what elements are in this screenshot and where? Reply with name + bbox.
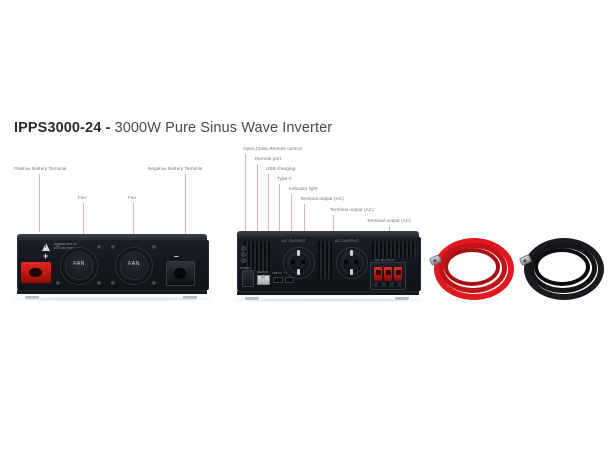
callout-remote-port: Remote port xyxy=(255,156,282,161)
leader-line-usb-charging xyxy=(268,174,269,232)
remote-port[interactable] xyxy=(257,275,270,285)
positive-battery-terminal[interactable] xyxy=(21,262,51,283)
ac-socket-2[interactable] xyxy=(336,247,368,279)
ac-output-label-2: AC OUTPUT xyxy=(335,239,359,243)
callout-fan-right: Fan xyxy=(128,195,137,200)
panel-screw xyxy=(97,245,101,249)
leader-line-remote-port xyxy=(257,164,258,232)
type-c-port[interactable] xyxy=(285,277,294,283)
cable-coil-inner xyxy=(534,248,590,286)
terminal-connector[interactable] xyxy=(384,267,392,281)
page-title: IPPS3000-24 - 3000W Pure Sinus Wave Inve… xyxy=(14,120,332,136)
panel-screw xyxy=(111,245,115,249)
left-unit-foot xyxy=(25,296,39,299)
remote-port-caption: REMOTE xyxy=(257,271,269,274)
vent-grille-middle xyxy=(318,241,332,279)
socket-earth-clip xyxy=(297,250,300,256)
panel-screw xyxy=(152,281,156,285)
leader-line-positive-battery-terminal xyxy=(39,174,40,232)
leader-line-negative-battery-terminal xyxy=(185,174,186,234)
indicator-led-2 xyxy=(241,252,246,257)
right-unit-foot xyxy=(245,297,259,300)
callout-fan-left: Fan xyxy=(78,195,87,200)
right-unit-top-face xyxy=(237,231,419,238)
ac-socket-1[interactable] xyxy=(283,247,315,279)
leader-line-type-c xyxy=(279,184,280,232)
usb-charging-port[interactable] xyxy=(273,277,283,283)
warning-text-line2: ELECTRIC SHOCK xyxy=(54,247,75,250)
product-model: IPPS3000-24 - xyxy=(14,120,111,136)
callout-type-c: Type-C xyxy=(277,176,293,181)
red-battery-cable xyxy=(428,236,514,300)
fan-label-left: FAN xyxy=(73,261,85,267)
leader-line-open-close-remote-control xyxy=(245,154,246,232)
leader-line-fan-right xyxy=(133,203,134,244)
socket-pin-hole xyxy=(291,260,295,264)
cable-coil-middle xyxy=(529,243,597,293)
left-unit-front-face: WARNING! RISK OF ELECTRIC SHOCK + − FAN … xyxy=(17,240,209,290)
ac-output-label-3: AC OUTPUT xyxy=(375,258,396,262)
inverter-ac-side: POWER REMOTE USB 5V TYPE-C AC OUTPUT AC … xyxy=(237,231,421,300)
left-unit-shadow xyxy=(12,298,212,300)
power-switch-caption: POWER xyxy=(240,267,250,270)
usb-port-caption: USB 5V xyxy=(272,272,282,275)
right-unit-foot xyxy=(395,297,409,300)
socket-pin-hole xyxy=(354,260,358,264)
callout-usb-charging: USB charging xyxy=(266,166,296,171)
ac-terminal-block[interactable] xyxy=(370,262,406,290)
ac-output-label-1: AC OUTPUT xyxy=(282,239,306,243)
cable-coil-inner xyxy=(444,248,500,286)
panel-screw xyxy=(152,245,156,249)
leader-line-fan-left xyxy=(83,203,84,244)
warning-text-line1: WARNING! RISK OF xyxy=(54,243,77,246)
right-unit-front-face: POWER REMOTE USB 5V TYPE-C AC OUTPUT AC … xyxy=(237,237,421,291)
terminal-connector[interactable] xyxy=(394,267,402,281)
negative-polarity-mark: − xyxy=(174,252,179,261)
cable-coil-outer xyxy=(434,238,514,300)
vent-grille-right xyxy=(372,241,416,259)
cable-coil-middle xyxy=(439,243,507,293)
leader-line-terminal-output-ac-1 xyxy=(304,204,305,254)
positive-polarity-mark: + xyxy=(43,251,49,261)
cooling-fan-right: FAN xyxy=(115,247,153,285)
leader-line-indicator-light xyxy=(291,194,292,232)
socket-earth-clip xyxy=(297,269,300,275)
terminal-screw-row xyxy=(373,282,403,287)
inverter-battery-side: WARNING! RISK OF ELECTRIC SHOCK + − FAN … xyxy=(17,234,209,299)
terminal-connector[interactable] xyxy=(374,267,382,281)
socket-pin-hole xyxy=(301,260,305,264)
callout-terminal-output-ac-3: Terminal output (AC) xyxy=(367,218,411,223)
callout-indicator-light: Indicator light xyxy=(289,186,318,191)
fan-label-right: FAN xyxy=(128,261,140,267)
callout-negative-battery-terminal: Negative Battery Terminls xyxy=(148,166,203,171)
indicator-led-1 xyxy=(241,246,246,251)
negative-battery-terminal[interactable] xyxy=(166,261,195,286)
panel-screw xyxy=(56,245,60,249)
socket-earth-clip xyxy=(350,269,353,275)
product-description: 3000W Pure Sinus Wave Inverter xyxy=(114,120,333,136)
right-unit-shadow xyxy=(232,299,424,301)
panel-screw xyxy=(97,281,101,285)
callout-positive-battery-terminal: Positive Battery Terminal xyxy=(14,166,67,171)
cable-coil-outer xyxy=(524,238,604,300)
panel-screw xyxy=(111,281,115,285)
socket-earth-clip xyxy=(350,250,353,256)
callout-terminal-output-ac-2: Terminal output (AC) xyxy=(330,207,374,212)
power-switch[interactable] xyxy=(242,270,254,287)
left-unit-base xyxy=(17,290,207,294)
left-unit-top-face xyxy=(17,234,207,241)
vent-grille-left xyxy=(244,241,270,271)
left-unit-foot xyxy=(183,296,197,299)
callout-terminal-output-ac-1: Terminal output (AC) xyxy=(300,196,344,201)
cooling-fan-left: FAN xyxy=(60,247,98,285)
socket-pin-hole xyxy=(344,260,348,264)
black-battery-cable xyxy=(518,236,604,300)
indicator-led-3 xyxy=(241,258,246,263)
warning-triangle-icon xyxy=(42,243,50,251)
panel-screw xyxy=(56,281,60,285)
right-unit-base xyxy=(237,291,419,295)
callout-open-close-remote-control: Open,Close,Remote control xyxy=(243,146,302,151)
